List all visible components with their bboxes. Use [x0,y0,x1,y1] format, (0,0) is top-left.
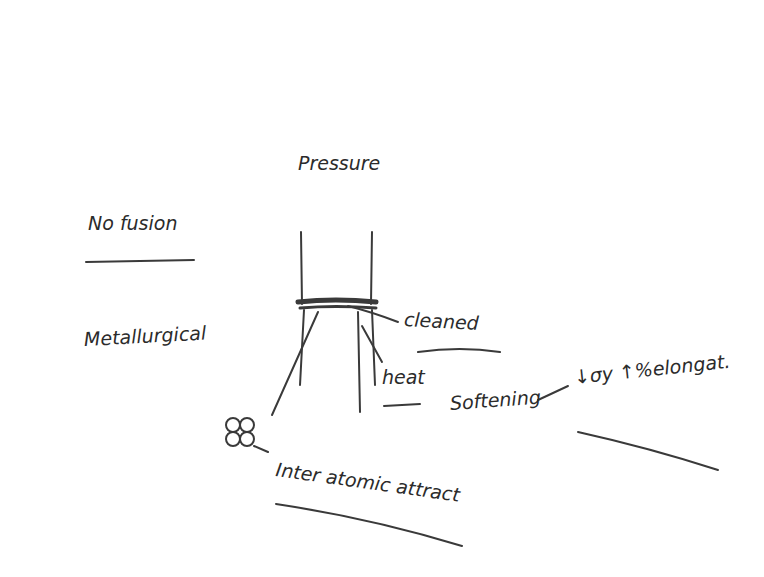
leader-line [348,306,398,322]
force-label: Pressure [298,152,380,175]
underline [384,404,420,406]
weld-sketch [86,232,718,546]
block-edge [371,232,372,304]
atom-symbol [240,418,254,432]
note-label: Inter atomic attract [274,458,461,506]
atom-symbol [226,418,240,432]
underline [276,504,462,546]
atom-symbol [226,432,240,446]
note-label: No fusion [88,212,177,235]
weld-interface [298,300,376,302]
block-edge [301,232,302,304]
part-label: heat [382,366,425,389]
note-label: Softening [449,386,541,415]
atom-symbol [240,432,254,446]
leader-line [272,312,318,415]
property-label: ↓σy ↑%elongat. [573,350,732,389]
part-label: cleaned [403,308,479,335]
underline [418,349,500,352]
underline [86,260,194,262]
underline [578,432,718,470]
weld-interface [300,307,376,309]
atom-symbol [254,446,268,452]
leader-line [362,326,382,362]
leader-line [538,386,568,400]
block-edge [358,312,360,412]
note-label: Metallurgical [83,322,206,351]
